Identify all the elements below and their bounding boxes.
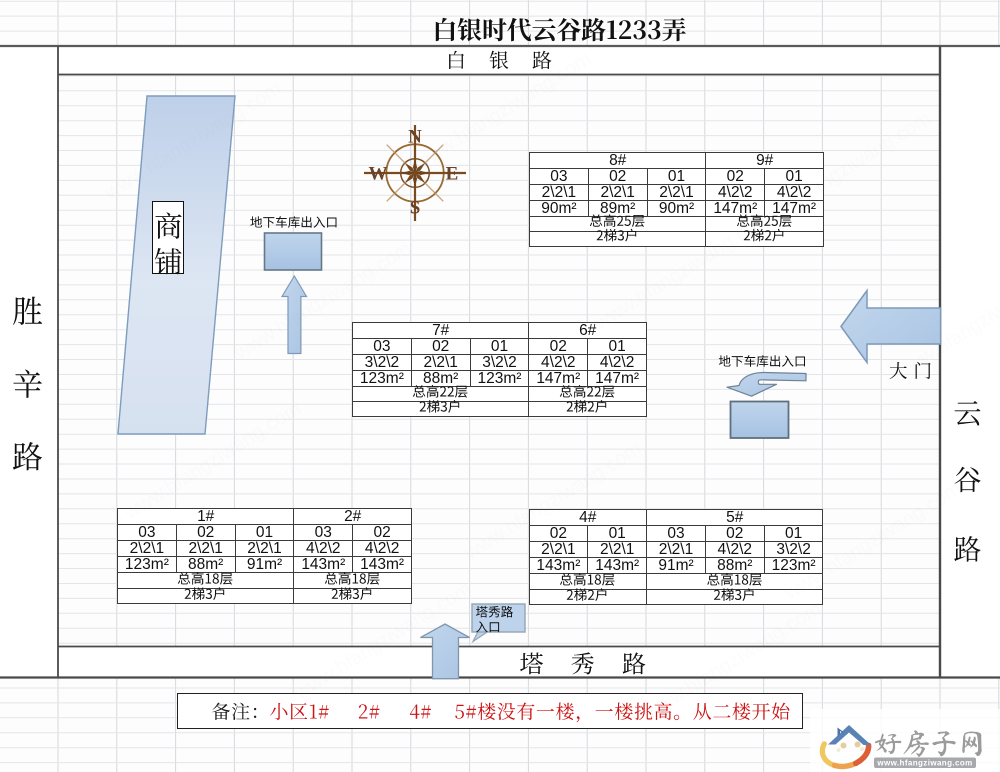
svg-text:N: N [408,127,422,148]
svg-text:W: W [369,164,388,185]
svg-text:www.hfangziwang.com: www.hfangziwang.com [876,759,972,768]
svg-text:S: S [410,198,421,219]
svg-text:E: E [446,164,459,185]
